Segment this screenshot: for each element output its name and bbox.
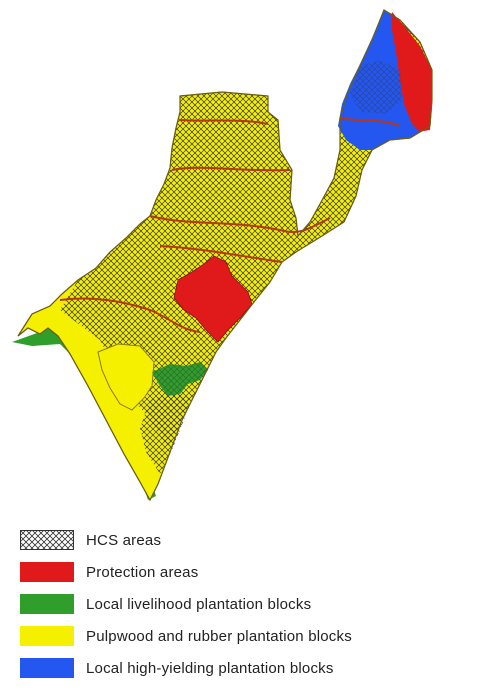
protection-northeast bbox=[390, 12, 432, 132]
legend-label: HCS areas bbox=[86, 531, 162, 549]
legend-item-protection: Protection areas bbox=[20, 556, 352, 588]
green-swatch-icon bbox=[20, 594, 74, 614]
legend-label: Local livelihood plantation blocks bbox=[86, 595, 312, 613]
blue-swatch-icon bbox=[20, 658, 74, 678]
hcs-overlay-south bbox=[140, 392, 190, 474]
red-swatch-icon bbox=[20, 562, 74, 582]
legend-item-hcs: HCS areas bbox=[20, 524, 352, 556]
crosshatch-swatch-icon bbox=[20, 530, 74, 550]
legend-label: Protection areas bbox=[86, 563, 199, 581]
legend-item-livelihood: Local livelihood plantation blocks bbox=[20, 588, 352, 620]
land-use-map bbox=[12, 9, 433, 502]
livelihood-interior-hatch bbox=[152, 362, 208, 396]
road-network bbox=[59, 117, 401, 333]
legend-label: Local high-yielding plantation blocks bbox=[86, 659, 334, 677]
hcs-overlay-north bbox=[60, 10, 432, 448]
highyield-hatch bbox=[350, 60, 402, 114]
district-boundary bbox=[17, 9, 433, 502]
legend-label: Pulpwood and rubber plantation blocks bbox=[86, 627, 352, 645]
map-legend: HCS areas Protection areas Local livelih… bbox=[20, 524, 352, 684]
legend-item-highyield: Local high-yielding plantation blocks bbox=[20, 652, 352, 684]
pulpwood-enclave bbox=[97, 343, 155, 411]
yellow-swatch-icon bbox=[20, 626, 74, 646]
legend-item-pulpwood: Pulpwood and rubber plantation blocks bbox=[20, 620, 352, 652]
